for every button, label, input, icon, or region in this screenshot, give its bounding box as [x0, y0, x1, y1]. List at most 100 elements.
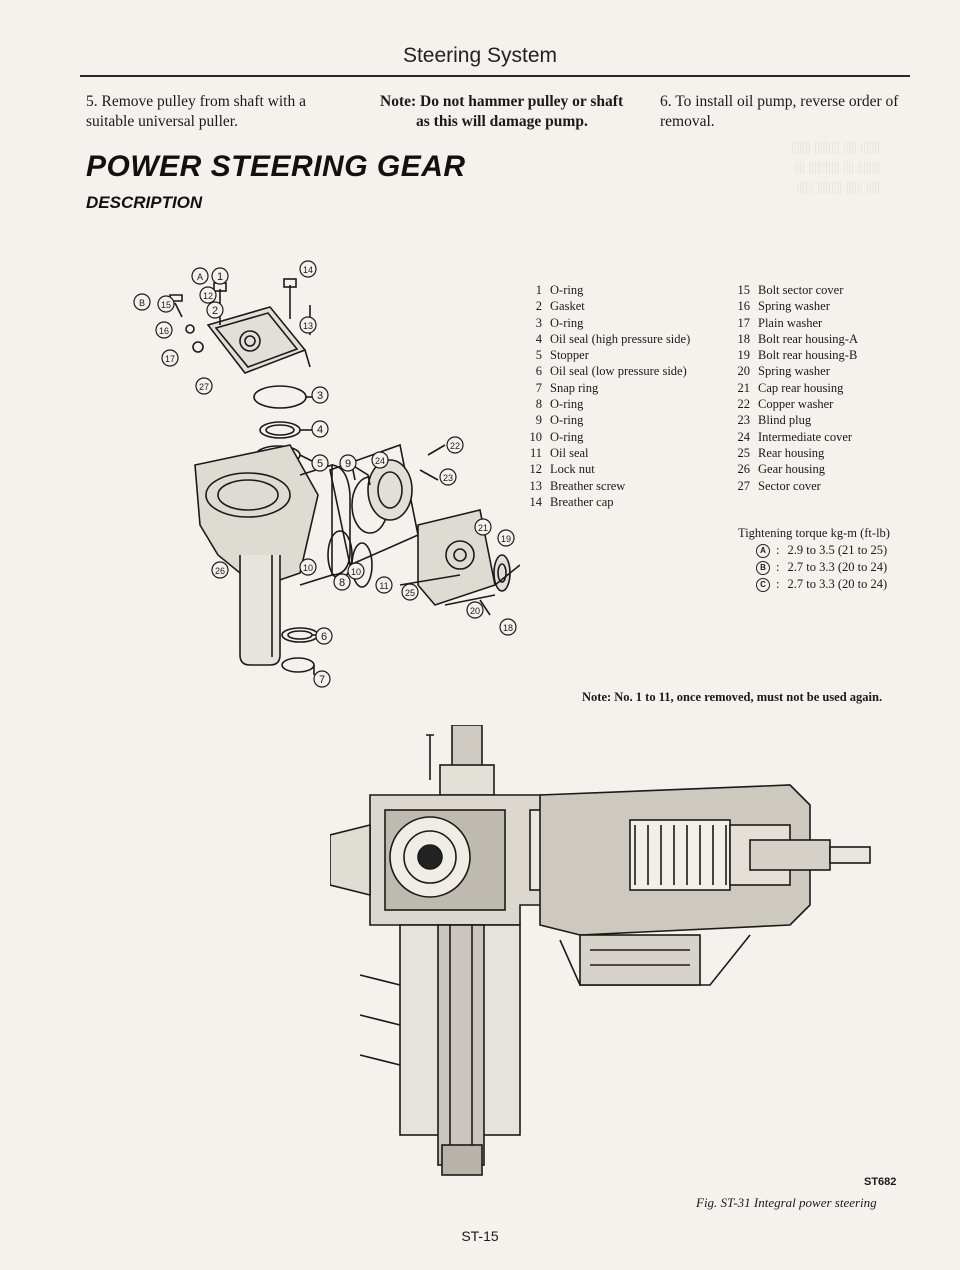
torque-value-c: 2.7 to 3.3 (20 to 24) — [787, 577, 888, 591]
part-number: 16 — [737, 299, 751, 314]
part-number: 10 — [529, 429, 543, 444]
part-row: 13 Breather screw — [520, 478, 730, 494]
part-row: 23 Blind plug — [728, 412, 908, 428]
svg-text:16: 16 — [159, 326, 169, 336]
torque-table: Tightening torque kg-m (ft-lb) A:2.9 to … — [738, 525, 918, 593]
part-number: 25 — [737, 445, 751, 460]
part-name: Cap rear housing — [758, 380, 844, 395]
svg-text:15: 15 — [161, 300, 171, 310]
part-name: Breather cap — [550, 494, 614, 509]
svg-text:20: 20 — [470, 606, 480, 616]
figure-caption: Fig. ST-31 Integral power steering — [696, 1195, 877, 1210]
part-name: Blind plug — [758, 413, 812, 428]
svg-text:A: A — [197, 272, 203, 282]
part-name: Stopper — [550, 348, 589, 363]
svg-text:25: 25 — [405, 588, 415, 598]
part-number: 5 — [535, 348, 542, 363]
callout-10b: 10 — [347, 562, 365, 580]
step-5-text: 5. Remove pulley from shaft with a suita… — [86, 93, 306, 130]
svg-text:5: 5 — [317, 458, 323, 470]
part-row: 1 O-ring — [520, 282, 730, 298]
callout-4: 4 — [311, 420, 329, 438]
part-number: 13 — [529, 478, 543, 493]
section-subtitle: DESCRIPTION — [86, 193, 203, 212]
part-name: Spring washer — [758, 299, 830, 314]
svg-text:7: 7 — [319, 674, 325, 686]
step-6-text: 6. To install oil pump, reverse order of… — [660, 93, 899, 130]
part-name: Gasket — [550, 299, 585, 314]
svg-text:2: 2 — [212, 305, 218, 317]
callout-18: 18 — [499, 618, 517, 636]
reuse-note: Note: No. 1 to 11, once removed, must no… — [582, 690, 883, 704]
part-name: Breather screw — [550, 478, 626, 493]
part-number: 8 — [535, 397, 542, 412]
part-number: 1 — [535, 283, 542, 297]
svg-text:3: 3 — [317, 390, 323, 402]
part-name: Snap ring — [550, 380, 599, 395]
part-number: 24 — [737, 429, 751, 444]
sectional-view-diagram — [330, 725, 871, 1176]
callout-15: 15 — [157, 295, 175, 313]
callout-1: 1 — [211, 267, 229, 285]
part-row: 10 O-ring — [520, 429, 730, 445]
part-number: 6 — [535, 364, 542, 379]
part-name: Rear housing — [758, 445, 825, 460]
part-row: 25 Rear housing — [728, 445, 908, 461]
part-row: 5 Stopper — [520, 347, 730, 363]
callout-25: 25 — [401, 583, 419, 601]
callout-5: 5 — [311, 454, 329, 472]
callout-24: 24 — [371, 451, 389, 469]
callout-13: 13 — [299, 316, 317, 334]
page-header-title: Steering System — [402, 44, 558, 67]
part-name: Bolt sector cover — [758, 283, 844, 297]
callout-21: 21 — [474, 518, 492, 536]
callout-10a: 10 — [299, 558, 317, 576]
torque-row-b: B:2.7 to 3.3 (20 to 24) — [756, 559, 918, 576]
svg-text:19: 19 — [501, 534, 511, 544]
part-name: Bolt rear housing-A — [758, 331, 858, 346]
part-row: 21 Cap rear housing — [728, 380, 908, 396]
part-number: 21 — [737, 380, 751, 395]
torque-key-b: B — [756, 560, 770, 575]
part-name: Plain washer — [758, 315, 823, 330]
part-name: Copper washer — [758, 397, 834, 412]
svg-text:22: 22 — [450, 441, 460, 451]
svg-text:17: 17 — [165, 354, 175, 364]
callout-23: 23 — [439, 468, 457, 486]
part-name: O-ring — [550, 413, 584, 428]
svg-text:24: 24 — [375, 456, 385, 466]
torque-value-b: 2.7 to 3.3 (20 to 24) — [787, 560, 888, 574]
svg-text:8: 8 — [339, 577, 345, 589]
part-name: O-ring — [550, 283, 584, 297]
torque-row-a: A:2.9 to 3.5 (21 to 25) — [756, 542, 918, 559]
part-name: O-ring — [550, 315, 584, 330]
svg-text:12: 12 — [203, 291, 213, 301]
part-number: 23 — [737, 413, 751, 428]
part-number: 22 — [737, 397, 751, 412]
note-hammer-line2: as this will damage pump. — [416, 113, 588, 130]
part-name: O-ring — [550, 429, 584, 444]
callout-8: 8 — [333, 573, 351, 591]
svg-text:14: 14 — [303, 265, 313, 275]
svg-text:9: 9 — [345, 458, 351, 470]
callout-27: 27 — [195, 377, 213, 395]
part-number: 27 — [737, 478, 751, 493]
page-number: ST-15 — [461, 1228, 499, 1244]
part-number: 19 — [737, 348, 751, 363]
part-number: 4 — [535, 331, 542, 346]
callout-B: B — [133, 293, 151, 311]
part-number: 18 — [737, 331, 751, 346]
svg-text:26: 26 — [215, 566, 225, 576]
callout-3: 3 — [311, 386, 329, 404]
